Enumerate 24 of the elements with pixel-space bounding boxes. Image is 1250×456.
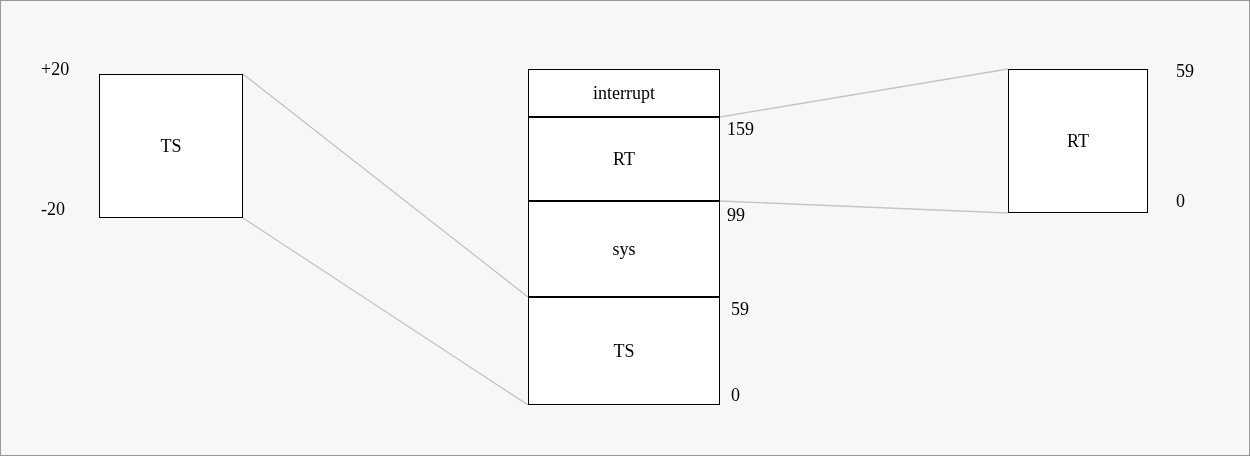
value-label: 0 bbox=[1176, 191, 1185, 212]
value-label: 0 bbox=[731, 385, 740, 406]
block-label: interrupt bbox=[593, 82, 655, 104]
block-box bbox=[99, 74, 243, 218]
block-label: sys bbox=[612, 238, 636, 260]
block-label: TS bbox=[160, 135, 182, 157]
block-label: RT bbox=[1067, 130, 1089, 152]
value-label: 59 bbox=[731, 299, 749, 320]
value-label: 159 bbox=[727, 119, 754, 140]
block-box bbox=[528, 117, 720, 201]
connector-line bbox=[719, 200, 1009, 214]
block-label: TS bbox=[613, 340, 635, 362]
block-label: RT bbox=[613, 148, 635, 170]
value-label: 59 bbox=[1176, 61, 1194, 82]
block-box bbox=[528, 201, 720, 297]
value-label: -20 bbox=[41, 199, 65, 220]
value-label: +20 bbox=[41, 59, 70, 80]
connector-line bbox=[242, 217, 529, 406]
block-box bbox=[528, 297, 720, 405]
value-label: 99 bbox=[727, 205, 745, 226]
connector-line bbox=[242, 73, 529, 298]
block-box bbox=[528, 69, 720, 117]
block-box bbox=[1008, 69, 1148, 213]
connector-line bbox=[719, 68, 1009, 118]
